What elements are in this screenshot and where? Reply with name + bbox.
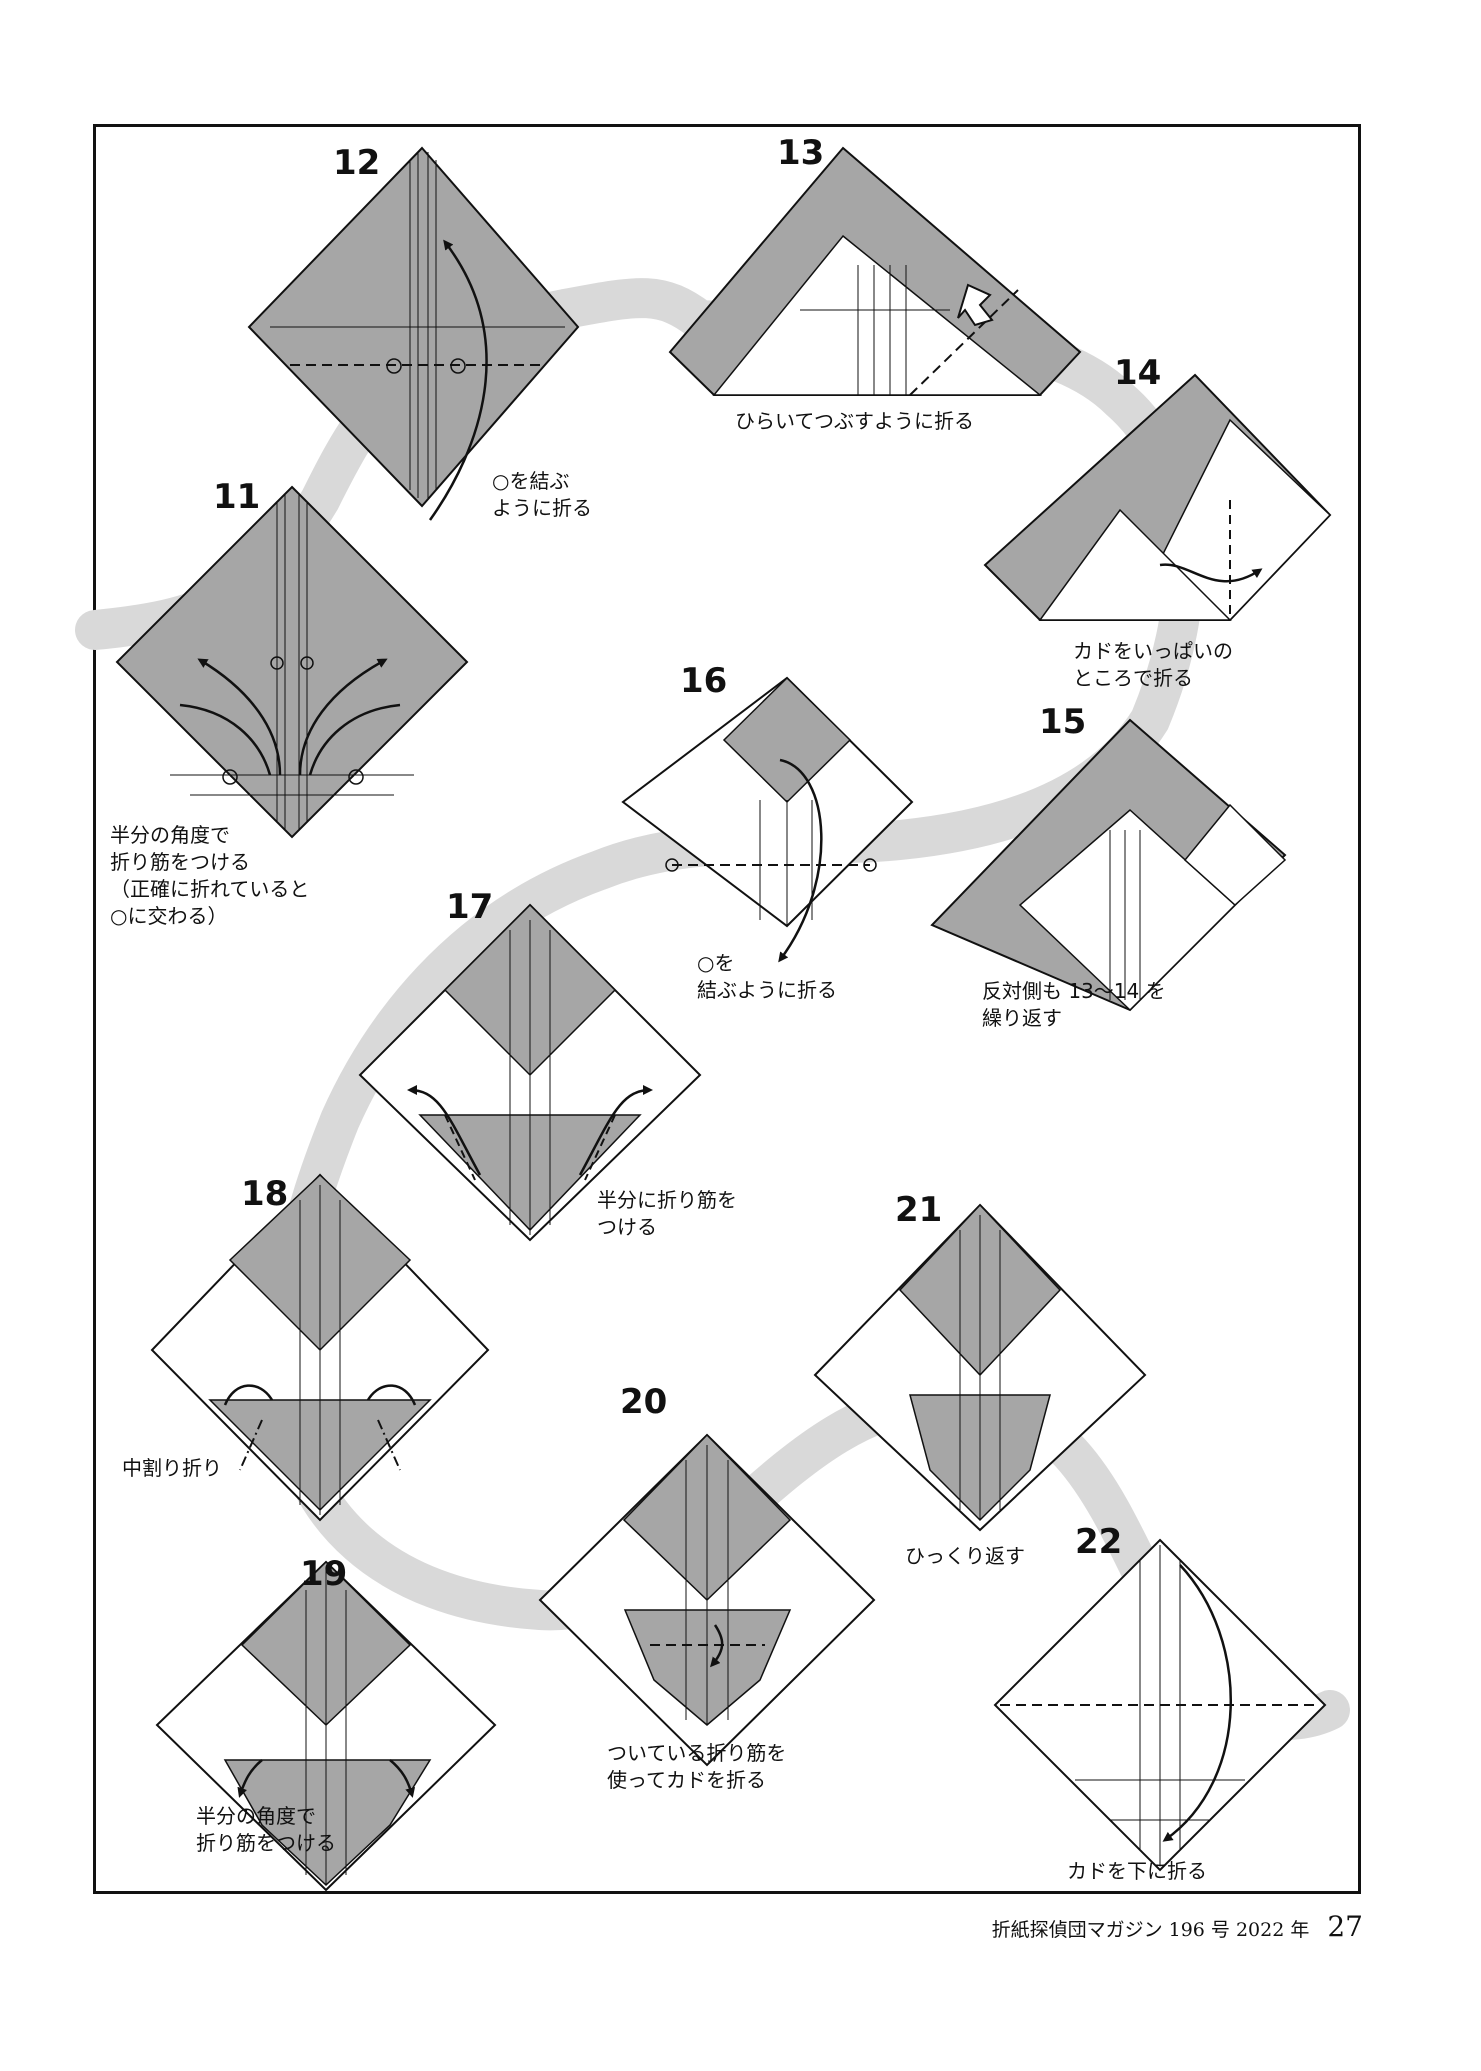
step-16-caption: ○を結ぶように折る: [697, 951, 837, 1002]
step-12-diagram: [247, 146, 580, 521]
step-14-diagram: [983, 373, 1332, 621]
step-16-number: 16: [680, 661, 728, 701]
step-19-caption: 半分の角度で折り筋をつける: [196, 1804, 336, 1855]
step-17-caption: 半分に折り筋をつける: [597, 1188, 737, 1239]
step-18-diagram: [150, 1173, 490, 1522]
step-16-diagram: [621, 676, 914, 963]
step-11-diagram: [115, 485, 469, 839]
step-20-caption: ついている折り筋を使ってカドを折る: [607, 1741, 787, 1792]
step-21-number: 21: [895, 1190, 943, 1230]
step-21-caption: ひっくり返す: [905, 1544, 1025, 1568]
step-15-number: 15: [1039, 702, 1087, 742]
step-22-caption: カドを下に折る: [1067, 1859, 1207, 1883]
step-15-caption: 反対側も 13～14 を繰り返す: [982, 979, 1166, 1030]
step-13-number: 13: [777, 133, 825, 173]
page-footer: 折紙探偵団マガジン 196 号 2022 年 27: [992, 1910, 1363, 1943]
step-14-caption: カドをいっぱいのところで折る: [1073, 639, 1233, 690]
step-13-diagram: [668, 146, 1082, 396]
step-15-diagram: [930, 718, 1287, 1012]
step-18-number: 18: [241, 1174, 289, 1214]
step-22-diagram: [993, 1538, 1327, 1872]
step-12-number: 12: [333, 143, 381, 183]
step-22-number: 22: [1075, 1522, 1123, 1562]
page-frame: [93, 124, 1361, 1894]
step-17-diagram: [358, 903, 702, 1242]
step-17-number: 17: [446, 887, 494, 927]
magazine-issue: 折紙探偵団マガジン 196 号 2022 年: [991, 1919, 1310, 1941]
step-19-number: 19: [300, 1554, 348, 1594]
step-11-caption: 半分の角度で折り筋をつける （正確に折れていると○に交わる）: [110, 823, 310, 928]
step-14-number: 14: [1114, 353, 1162, 393]
step-19-diagram: [155, 1560, 497, 1892]
step-18-caption: 中割り折り: [122, 1456, 222, 1480]
step-11-number: 11: [213, 477, 261, 517]
step-13-caption: ひらいてつぶすように折る: [735, 409, 974, 433]
step-20-diagram: [538, 1433, 876, 1767]
page-number: 27: [1327, 1910, 1363, 1943]
step-12-caption: ○を結ぶように折る: [492, 469, 592, 520]
step-20-number: 20: [620, 1382, 668, 1422]
step-21-diagram: [813, 1203, 1147, 1532]
